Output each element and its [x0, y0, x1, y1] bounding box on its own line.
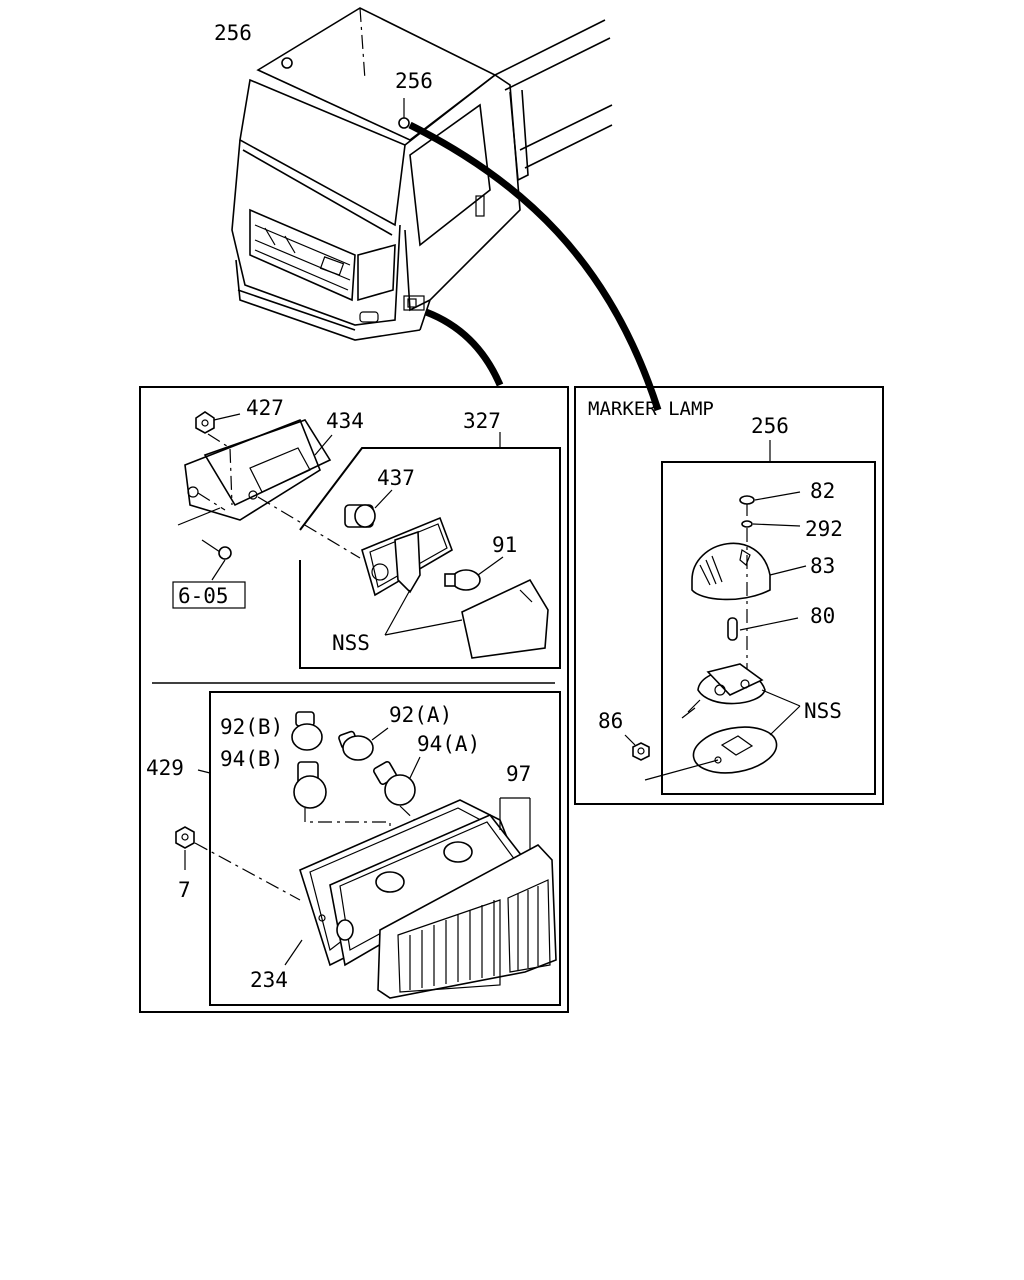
bulb-94a-icon — [373, 761, 416, 806]
label-234: 234 — [250, 968, 288, 992]
front-combination-lamp-body — [299, 799, 527, 967]
label-cab-marker-left: 256 — [214, 21, 252, 45]
lens-97 — [377, 844, 557, 999]
label-256-assy: 256 — [751, 414, 789, 438]
nut-7-icon — [175, 826, 195, 849]
truck-cab-illustration — [231, 7, 613, 341]
label-nss-side: NSS — [332, 631, 370, 655]
bulb-92b-icon — [291, 711, 323, 751]
marker-lamp-subbox — [661, 461, 876, 795]
label-94a: 94(A) — [417, 732, 480, 756]
label-92a: 92(A) — [389, 703, 452, 727]
label-cab-marker-right: 256 — [395, 69, 433, 93]
label-429: 429 — [146, 756, 184, 780]
side-lamp-lens — [461, 578, 549, 659]
marker-lamp-gasket — [692, 726, 778, 774]
washer-292-icon — [741, 520, 753, 528]
label-80: 80 — [810, 604, 835, 628]
label-97: 97 — [506, 762, 531, 786]
label-nss-marker: NSS — [804, 699, 842, 723]
label-434: 434 — [326, 409, 364, 433]
marker-lens-83 — [691, 542, 771, 601]
side-lamp-housing — [184, 418, 332, 521]
callout-cable-marker — [408, 121, 662, 412]
ref-box-6-05 — [172, 581, 246, 609]
label-437: 437 — [377, 466, 415, 490]
bulb-91-icon — [444, 569, 481, 591]
socket-437-icon — [344, 504, 376, 528]
bulb-92a-icon — [338, 730, 374, 761]
roof-marker-lamp-left — [281, 57, 293, 69]
label-91: 91 — [492, 533, 517, 557]
label-94b: 94(B) — [220, 747, 283, 771]
side-lamp-panel — [139, 386, 569, 1013]
bulb-94b-icon — [293, 761, 327, 809]
label-292: 292 — [805, 517, 843, 541]
side-turn-lamp-subbox — [299, 447, 561, 669]
front-combination-lamp-subbox — [209, 691, 561, 1006]
label-screw-ref: 6-05 — [178, 584, 229, 608]
label-327: 327 — [463, 409, 501, 433]
screw-82-icon — [739, 495, 755, 516]
nut-86-icon — [632, 742, 650, 761]
label-427: 427 — [246, 396, 284, 420]
label-92b: 92(B) — [220, 715, 283, 739]
nut-427-icon — [195, 411, 215, 434]
bulb-80-icon — [727, 617, 738, 641]
label-86: 86 — [598, 709, 623, 733]
roof-marker-lamp-right — [398, 117, 410, 129]
marker-lamp-panel — [574, 386, 884, 805]
marker-lamp-title: MARKER LAMP — [588, 398, 714, 420]
marker-lamp-base — [681, 663, 766, 719]
side-turn-lamp-body — [361, 516, 453, 597]
label-83: 83 — [810, 554, 835, 578]
label-82: 82 — [810, 479, 835, 503]
callout-cable-side-lamp — [424, 308, 504, 387]
screw-icon — [201, 539, 232, 560]
label-7: 7 — [178, 878, 191, 902]
